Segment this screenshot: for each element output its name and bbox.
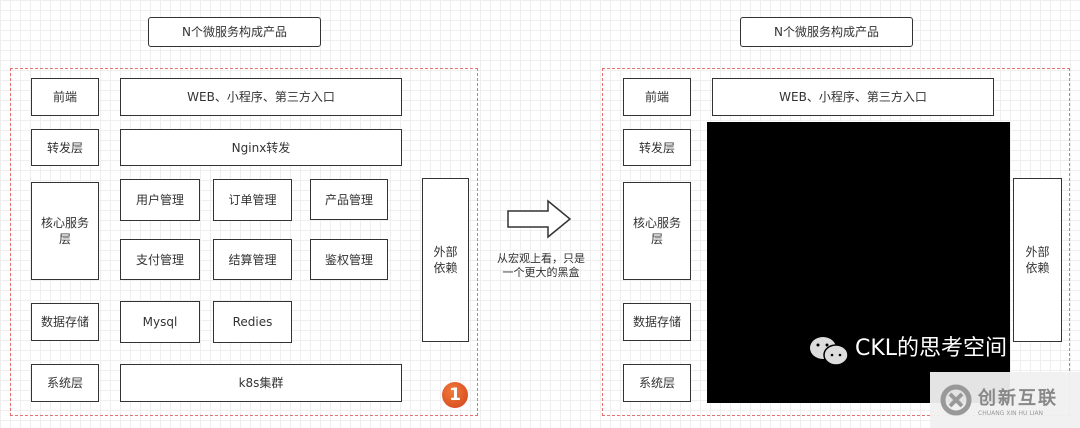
service-box: 鉴权管理	[310, 239, 388, 280]
left-title: N个微服务构成产品	[148, 17, 321, 47]
service-box: 结算管理	[213, 239, 292, 280]
service-box: 订单管理	[213, 179, 292, 221]
layer-frontend: 前端	[31, 78, 99, 116]
left-container	[10, 68, 478, 416]
layer-forward: 转发层	[623, 129, 691, 166]
right-container	[602, 68, 1070, 416]
layer-storage: 数据存储	[31, 303, 99, 341]
layer-core: 核心服务层	[31, 182, 99, 280]
right-arrow-icon	[507, 199, 572, 239]
arrow-note: 从宏观上看，只是一个更大的黑盒	[497, 252, 585, 279]
brand-logo-icon	[940, 384, 972, 416]
step-badge: 1	[442, 382, 468, 408]
black-box	[707, 122, 1010, 403]
frontend-box: WEB、小程序、第三方入口	[120, 78, 402, 116]
brand-name: 创新互联	[978, 387, 1058, 409]
frontend-box: WEB、小程序、第三方入口	[712, 78, 994, 116]
external-box: 外部依赖	[1013, 178, 1062, 342]
layer-frontend: 前端	[623, 78, 691, 116]
storage-box: Redies	[213, 301, 292, 343]
brand-logo: 创新互联 CHUANG XIN HU LIAN	[930, 372, 1080, 428]
layer-forward: 转发层	[31, 129, 99, 166]
right-title: N个微服务构成产品	[740, 17, 913, 47]
service-box: 支付管理	[120, 239, 200, 280]
watermark-text: CKL的思考空间	[855, 336, 1008, 361]
system-box: k8s集群	[120, 364, 402, 402]
wechat-icon	[810, 337, 849, 366]
forward-box: Nginx转发	[120, 129, 402, 166]
brand-sub: CHUANG XIN HU LIAN	[978, 409, 1044, 417]
layer-core: 核心服务层	[623, 182, 691, 280]
external-box: 外部依赖	[422, 178, 469, 342]
storage-box: Mysql	[120, 301, 200, 343]
layer-storage: 数据存储	[623, 303, 691, 341]
layer-system: 系统层	[623, 364, 691, 402]
service-box: 用户管理	[120, 179, 200, 221]
layer-system: 系统层	[31, 364, 99, 402]
service-box: 产品管理	[310, 179, 388, 220]
